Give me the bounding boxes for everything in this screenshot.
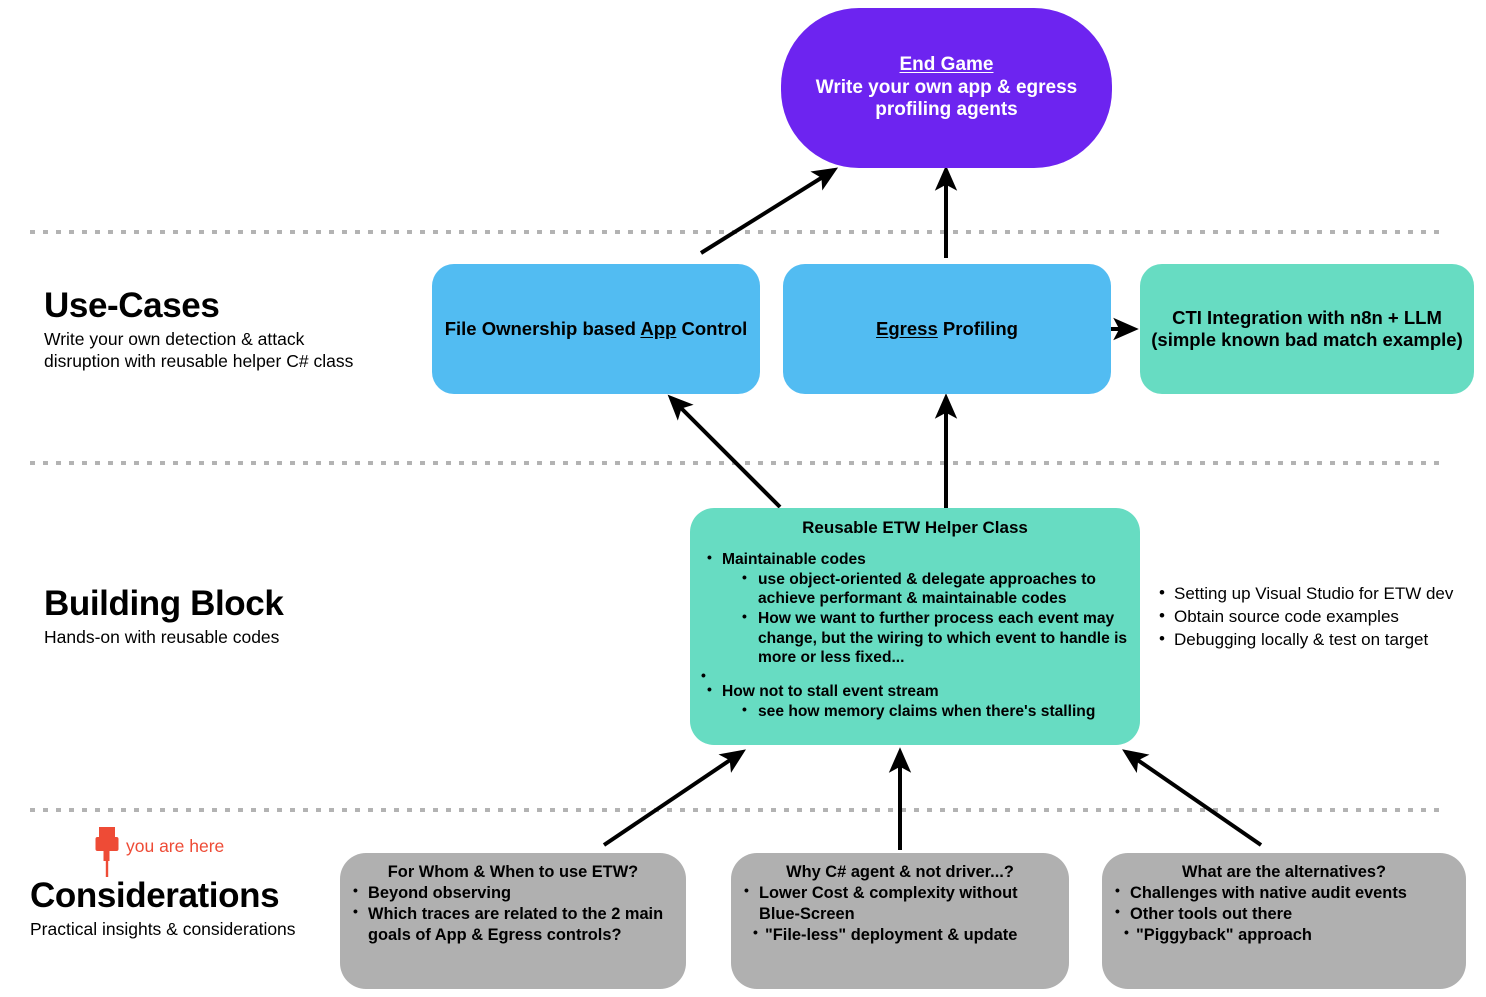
pushpin-icon: [95, 827, 119, 877]
helper-bullet-text: How not to stall event stream: [722, 682, 939, 700]
node-consideration-why-csharp[interactable]: Why C# agent & not driver...? Lower Cost…: [731, 853, 1069, 989]
helper-title: Reusable ETW Helper Class: [802, 518, 1028, 537]
band-title: Building Block: [44, 584, 284, 623]
helper-bullet-list: Maintainable codes use object-oriented &…: [698, 549, 1132, 722]
helper-spacer: [698, 667, 1132, 685]
app-control-post: Control: [676, 318, 748, 340]
app-control-underlined: App: [640, 318, 677, 340]
node-consideration-for-whom[interactable]: For Whom & When to use ETW? Beyond obser…: [340, 853, 686, 989]
consideration-bullet-list: Lower Cost & complexity without Blue-Scr…: [741, 882, 1059, 946]
consideration-bullet-list: Beyond observing Which traces are relate…: [350, 882, 676, 946]
consideration-bullet: Beyond observing: [350, 882, 676, 904]
end-game-line-2: profiling agents: [875, 99, 1018, 121]
band-subtitle: Practical insights & considerations: [30, 918, 296, 939]
consideration-title: What are the alternatives?: [1181, 863, 1387, 881]
node-label: File Ownership based App Control: [445, 318, 748, 340]
helper-sub-bullet: see how memory claims when there's stall…: [738, 701, 1132, 722]
cti-line-1: CTI Integration with n8n + LLM: [1172, 307, 1442, 329]
band-label-building-block: Building Block Hands-on with reusable co…: [44, 584, 374, 649]
consideration-title: Why C# agent & not driver...?: [786, 863, 1014, 881]
end-game-line-1: Write your own app & egress: [815, 76, 1078, 98]
cti-line-2: (simple known bad match example): [1151, 329, 1463, 350]
side-note-item: Setting up Visual Studio for ETW dev: [1157, 582, 1486, 606]
band-label-considerations: Considerations Practical insights & cons…: [30, 876, 370, 941]
consideration-bullet: Other tools out there: [1112, 903, 1456, 925]
side-note-item: Debugging locally & test on target: [1157, 628, 1486, 652]
node-consideration-alternatives[interactable]: What are the alternatives? Challenges wi…: [1102, 853, 1466, 989]
band-title: Use-Cases: [44, 286, 220, 325]
you-are-here-label: you are here: [126, 836, 225, 856]
arrow-app-control-to-endgame: [699, 167, 839, 255]
arrow-consideration3-to-helper: [1122, 749, 1263, 847]
helper-bullet: How not to stall event stream see how me…: [704, 681, 1132, 722]
node-label: Egress Profiling: [876, 318, 1018, 340]
consideration-bullet: Challenges with native audit events: [1112, 882, 1456, 904]
consideration-bullet: "File-less" deployment & update: [741, 924, 1059, 946]
band-subtitle-line: Write your own detection & attack: [44, 328, 305, 349]
consideration-bullet: Lower Cost & complexity without Blue-Scr…: [741, 882, 1059, 925]
consideration-title: For Whom & When to use ETW?: [387, 863, 639, 881]
building-block-side-notes: Setting up Visual Studio for ETW dev Obt…: [1157, 582, 1486, 652]
helper-sub-list: see how memory claims when there's stall…: [722, 701, 1132, 722]
band-title: Considerations: [30, 876, 280, 915]
helper-sub-list: use object-oriented & delegate approache…: [722, 569, 1132, 668]
band-label-use-cases: Use-Cases Write your own detection & att…: [44, 286, 404, 373]
band-subtitle: Hands-on with reusable codes: [44, 626, 280, 647]
helper-sub-bullet: use object-oriented & delegate approache…: [738, 569, 1132, 609]
egress-underlined: Egress: [876, 318, 938, 340]
node-egress-profiling[interactable]: Egress Profiling: [783, 264, 1111, 394]
arrow-consideration1-to-helper: [602, 749, 746, 847]
node-reusable-etw-helper-class[interactable]: Reusable ETW Helper Class Maintainable c…: [690, 508, 1140, 745]
end-game-title: End Game: [899, 54, 994, 76]
you-are-here-marker: you are here: [94, 826, 224, 878]
node-end-game[interactable]: End Game Write your own app & egress pro…: [781, 8, 1112, 168]
node-cti-integration[interactable]: CTI Integration with n8n + LLM (simple k…: [1140, 264, 1474, 394]
helper-sub-bullet: How we want to further process each even…: [738, 608, 1132, 668]
app-control-pre: File Ownership based: [444, 318, 641, 340]
side-note-item: Obtain source code examples: [1157, 605, 1486, 629]
egress-post: Profiling: [937, 318, 1018, 340]
band-subtitle: Write your own detection & attack disrup…: [44, 329, 404, 373]
node-file-ownership-app-control[interactable]: File Ownership based App Control: [432, 264, 760, 394]
helper-bullet-text: Maintainable codes: [722, 551, 866, 569]
arrow-helper-to-app-control: [667, 394, 782, 509]
helper-bullet: Maintainable codes use object-oriented &…: [704, 549, 1132, 668]
consideration-bullet: "Piggyback" approach: [1112, 924, 1456, 946]
consideration-bullet-list: Challenges with native audit events Othe…: [1112, 882, 1456, 946]
band-subtitle-line: disruption with reusable helper C# class: [44, 350, 354, 371]
consideration-bullet: Which traces are related to the 2 main g…: [350, 903, 676, 946]
